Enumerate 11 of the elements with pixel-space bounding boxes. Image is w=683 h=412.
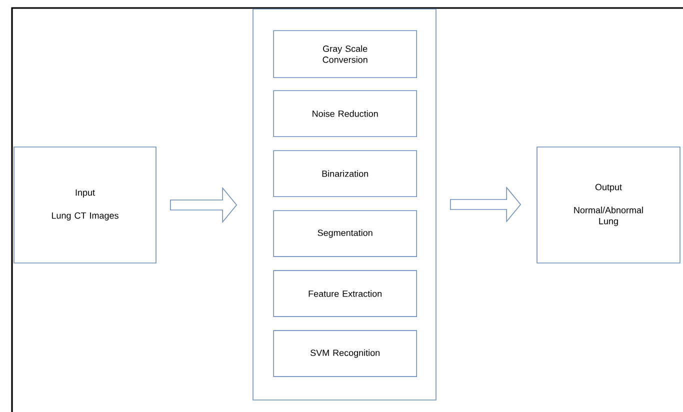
step-box: Noise Reduction	[273, 90, 417, 137]
io-box: Input Lung CT Images	[14, 146, 156, 264]
container-box	[252, 8, 436, 400]
block-arrow	[170, 186, 238, 224]
step-box: Binarization	[273, 150, 417, 197]
step-box: Feature Extraction	[273, 270, 417, 317]
step-box: Segmentation	[273, 210, 417, 257]
step-box: Gray Scale Conversion	[273, 30, 417, 78]
step-box: SVM Recognition	[273, 330, 417, 377]
io-box: Output Normal/Abnormal Lung	[536, 146, 680, 264]
block-arrow	[450, 186, 522, 223]
